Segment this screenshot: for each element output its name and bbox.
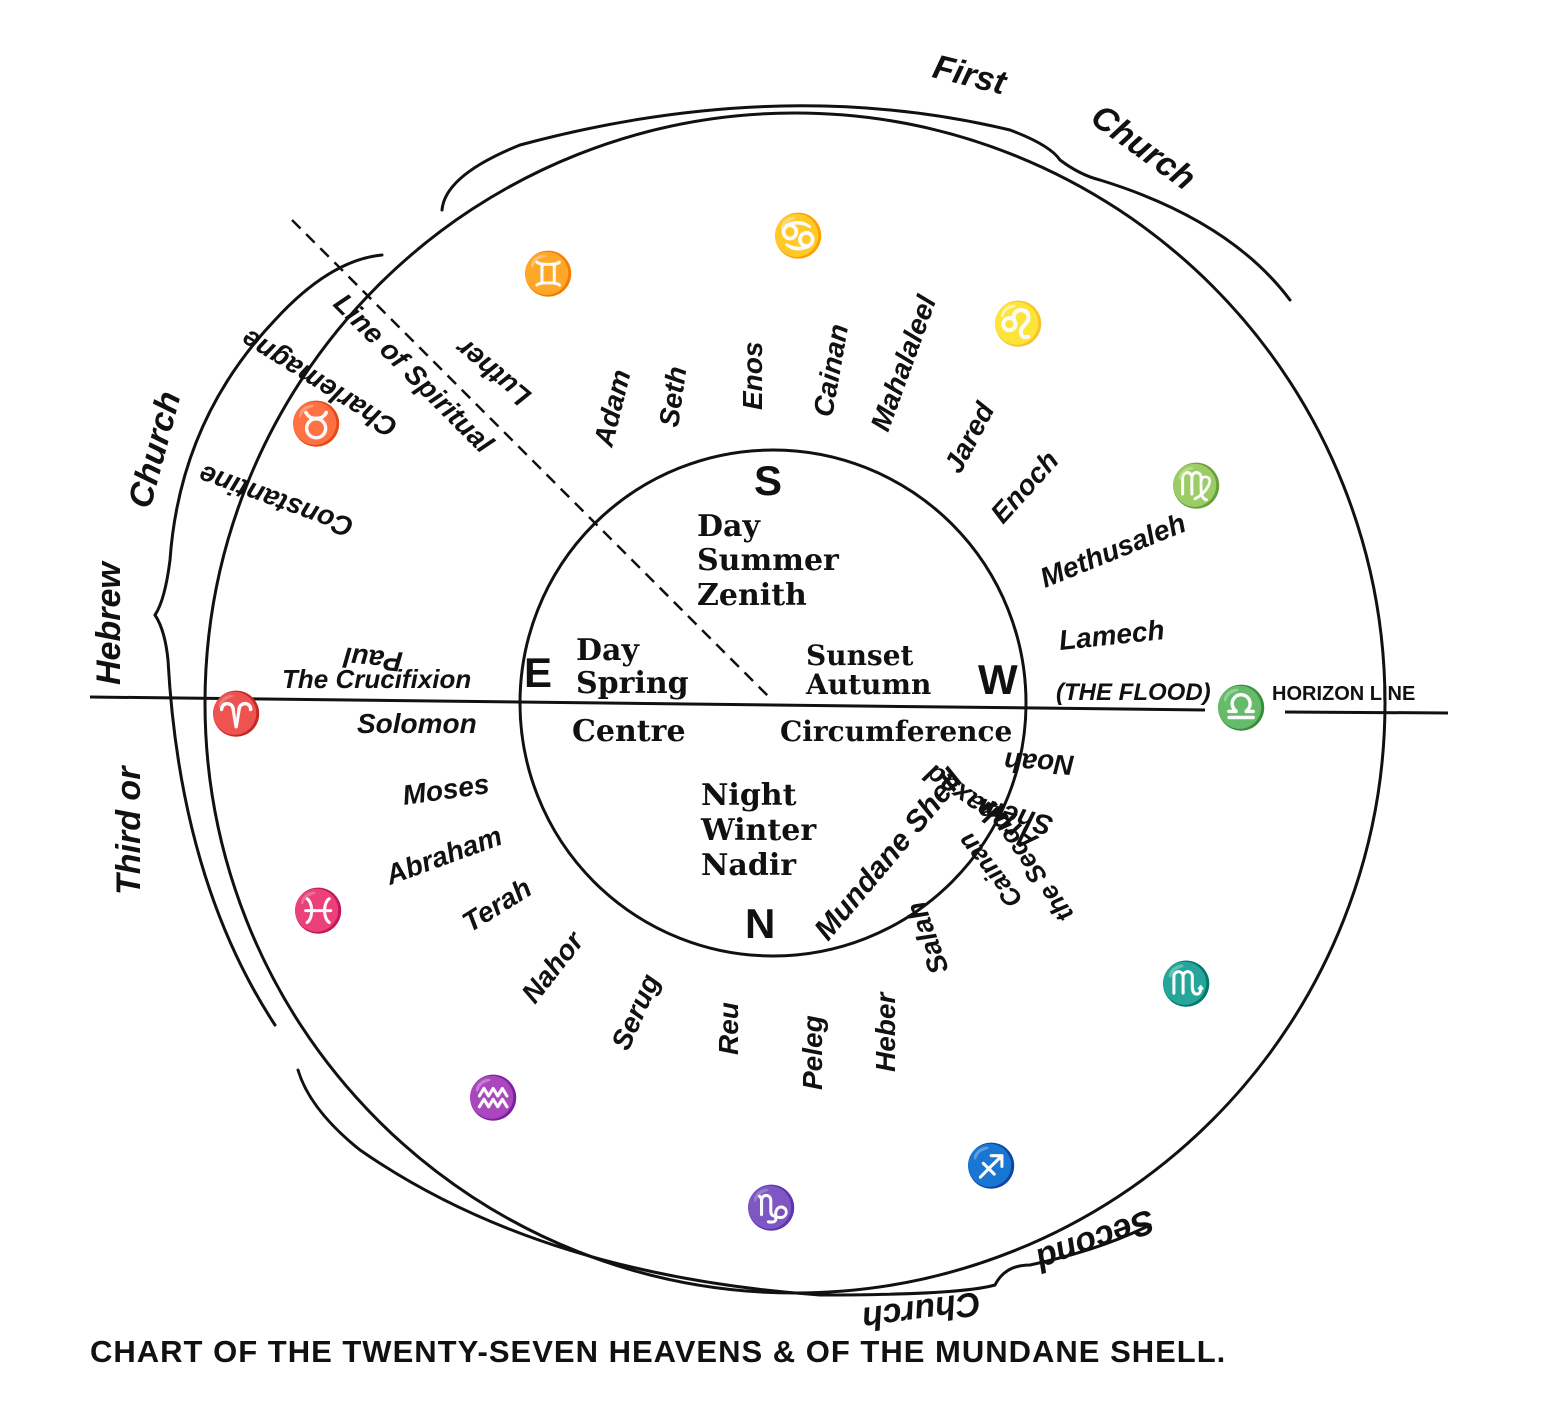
third-church-label-1: Third or	[110, 765, 148, 895]
heaven-solomon: Solomon	[357, 708, 477, 739]
capricorn-icon: ♑	[745, 1183, 797, 1232]
heaven-salah: Salah	[900, 898, 955, 979]
heaven-paul: Paul	[341, 641, 404, 677]
heaven-abraham: Abraham	[381, 820, 507, 891]
inner-centre: Centre	[572, 714, 686, 749]
inner-night: Night	[701, 778, 797, 813]
heaven-crucifixion: The Crucifixion	[282, 664, 471, 694]
heaven-flood: (THE FLOOD)	[1056, 679, 1211, 706]
heaven-constantine: Constantine	[195, 459, 358, 543]
chart-caption: CHART OF THE TWENTY-SEVEN HEAVENS & OF T…	[90, 1334, 1226, 1369]
heaven-mahalaleel: Mahalaleel	[865, 290, 943, 435]
taurus-icon: ♉	[290, 399, 342, 448]
leo-icon: ♌	[992, 299, 1044, 348]
aries-icon: ♈	[210, 689, 262, 738]
pisces-icon: ♓	[292, 886, 344, 935]
heaven-lamech: Lamech	[1057, 614, 1165, 656]
third-church-label-2: Hebrew	[90, 560, 128, 685]
heaven-jared: Jared	[938, 397, 1001, 478]
inner-day-top: Day	[697, 509, 761, 544]
inner-sunset: Sunset	[806, 639, 914, 672]
horizon-label: HORIZON LINE	[1272, 683, 1415, 705]
inner-day-left: Day	[576, 633, 640, 668]
first-church-brace	[440, 104, 1292, 302]
heaven-heber: Heber	[870, 991, 901, 1072]
cancer-icon: ♋	[772, 211, 824, 260]
second-church-label-2: Church	[860, 1284, 983, 1338]
inner-spring: Spring	[576, 666, 689, 701]
heaven-enos: Enos	[737, 342, 768, 410]
virgo-icon: ♍	[1170, 461, 1222, 510]
horizon-line	[89, 695, 1206, 712]
gemini-icon: ♊	[522, 249, 574, 298]
heaven-cainan: Cainan	[807, 322, 854, 419]
inner-winter: Winter	[700, 813, 817, 848]
third-church-label-3: Church	[121, 387, 189, 512]
heaven-enoch: Enoch	[984, 445, 1064, 529]
heaven-moses: Moses	[401, 768, 492, 811]
inner-zenith: Zenith	[697, 578, 807, 613]
first-church-label-2: Church	[1084, 97, 1203, 198]
cardinal-south: S	[754, 457, 782, 504]
first-church-label-1: First	[929, 48, 1011, 103]
sagittarius-icon: ♐	[965, 1141, 1017, 1190]
heaven-terah: Terah	[457, 872, 537, 938]
second-church-brace	[296, 1068, 1152, 1297]
heaven-noah: Noah	[1003, 746, 1075, 781]
cardinal-west: W	[978, 656, 1018, 703]
third-church-brace	[153, 253, 384, 1027]
heaven-serug: Serug	[605, 969, 666, 1054]
inner-nadir: Nadir	[701, 848, 797, 883]
libra-icon: ♎	[1215, 683, 1267, 732]
heaven-nahor: Nahor	[515, 924, 591, 1008]
inner-summer: Summer	[697, 543, 840, 578]
heaven-adam: Adam	[588, 366, 637, 450]
heaven-reu: Reu	[713, 1002, 744, 1055]
horizon-line-right	[1284, 710, 1449, 715]
heaven-peleg: Peleg	[797, 1015, 828, 1090]
heaven-methusaleh: Methusaleh	[1036, 507, 1190, 593]
second-church-label-1: Second	[1030, 1201, 1160, 1279]
cardinal-east: E	[524, 649, 552, 696]
heaven-seth: Seth	[653, 364, 692, 428]
aquarius-icon: ♒	[467, 1073, 519, 1122]
scorpio-icon: ♏	[1160, 959, 1212, 1008]
cardinal-north: N	[745, 900, 775, 947]
spiritual-dashed-line	[291, 219, 773, 701]
inner-autumn: Autumn	[805, 668, 931, 701]
inner-circumference: Circumference	[780, 715, 1012, 748]
